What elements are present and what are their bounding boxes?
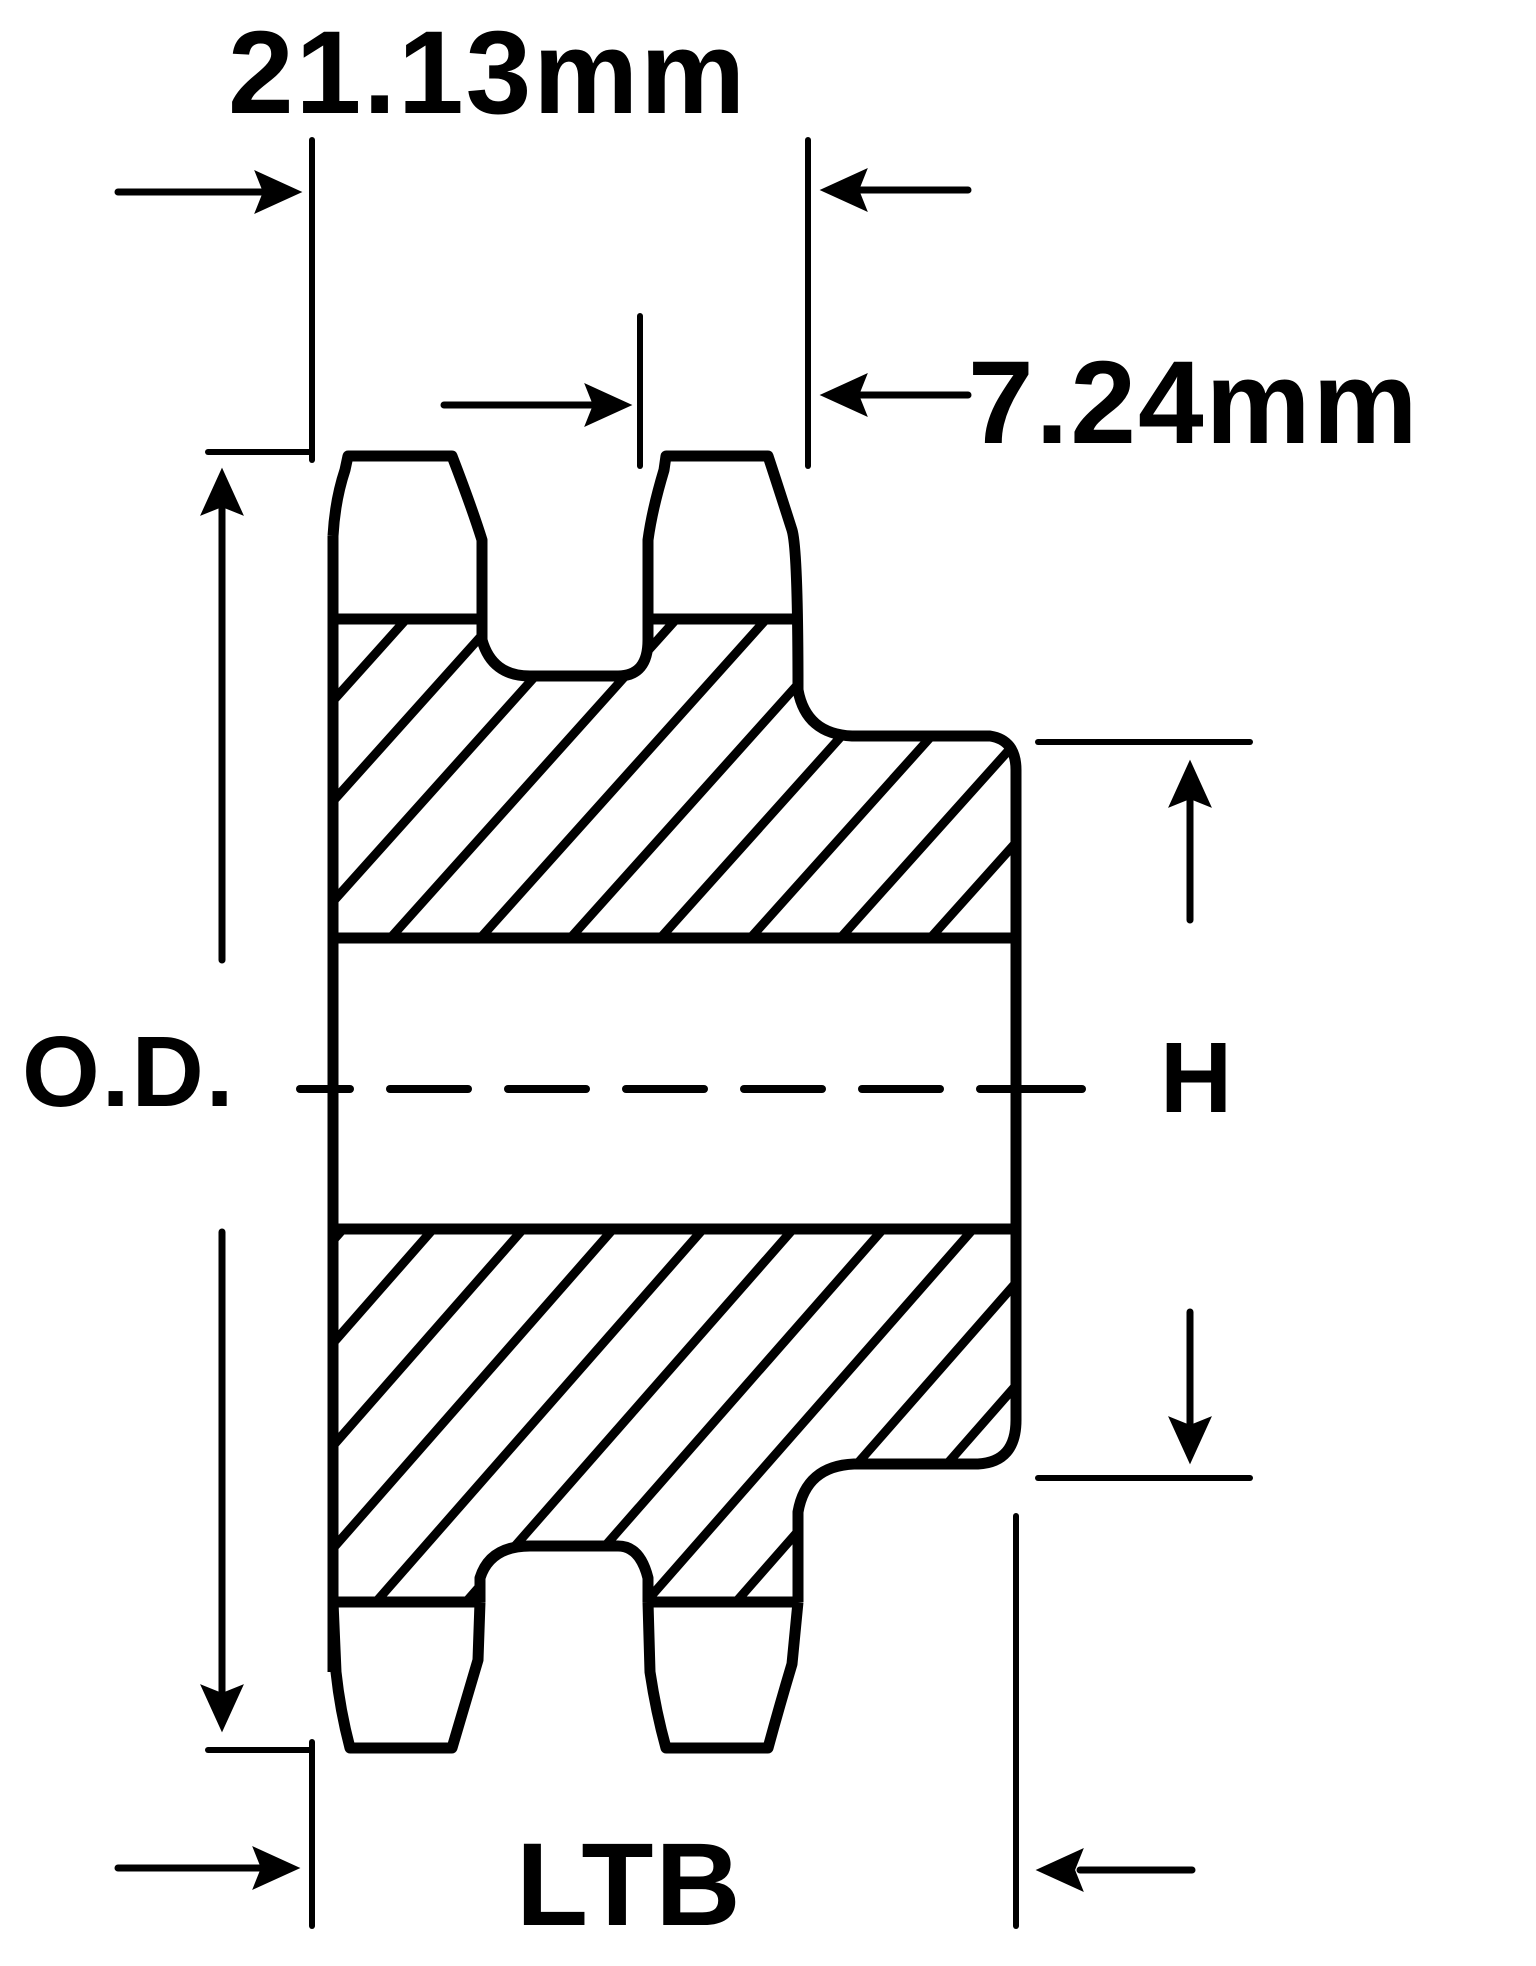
hub-diameter-label: H bbox=[1160, 1022, 1233, 1134]
overall-width-label: 21.13mm bbox=[228, 7, 748, 139]
lower-hatching bbox=[333, 1232, 1016, 1602]
length-thru-bore-label: LTB bbox=[516, 1819, 743, 1951]
tooth-width-label: 7.24mm bbox=[968, 337, 1420, 469]
upper-hatching bbox=[333, 620, 1016, 936]
extension-lines bbox=[205, 137, 1253, 1929]
sprocket-outline bbox=[327, 450, 1022, 1754]
outside-diameter-label: O.D. bbox=[22, 1016, 236, 1128]
dimension-arrows bbox=[114, 168, 1212, 1892]
